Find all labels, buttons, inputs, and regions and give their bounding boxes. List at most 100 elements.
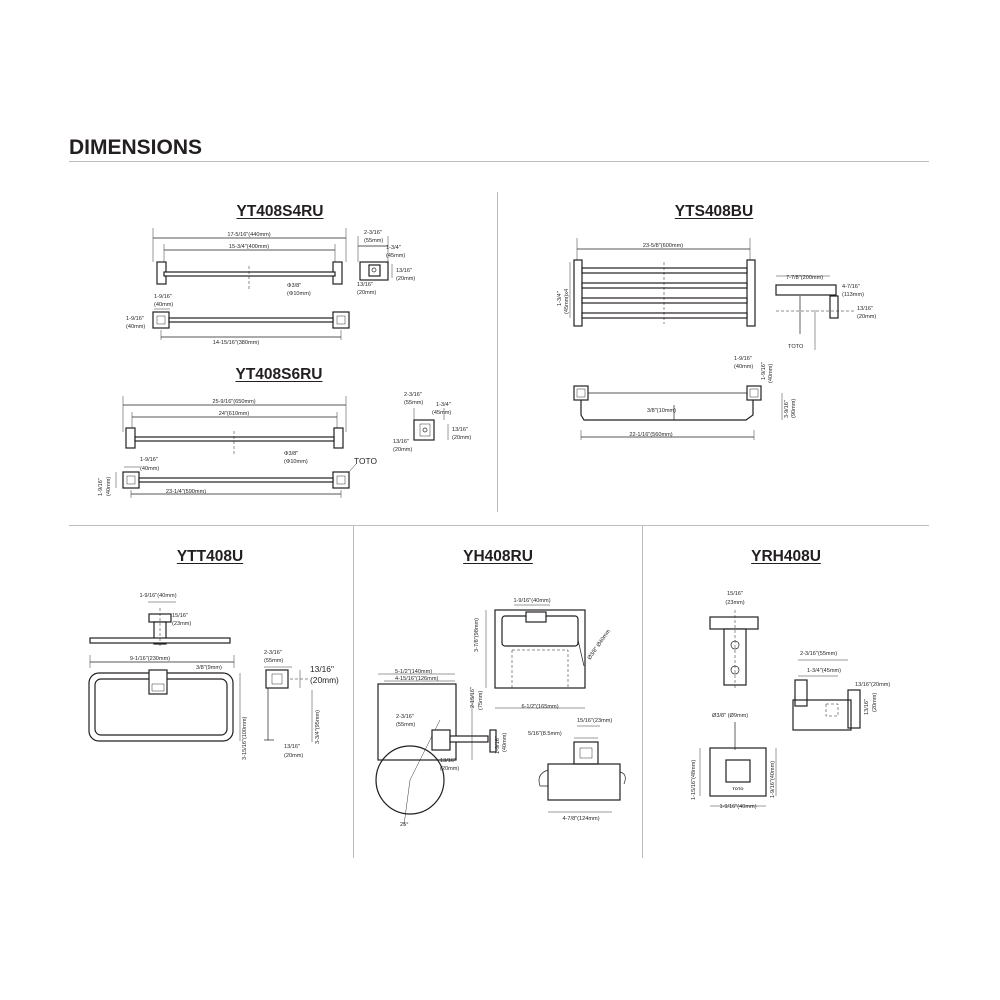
ytt408u-width: 9-1/16"(230mm) <box>130 656 170 662</box>
yts408bu-side-mm: (20mm) <box>857 314 876 320</box>
yt408s6ru-plate-v-mm: (40mm) <box>106 477 112 496</box>
yt408s6ru-projection: 2-3/16" <box>404 392 422 398</box>
yt408s6ru-projection-mm: (55mm) <box>404 400 423 406</box>
yrh408u-front-view: Ø3/8" (Ø9mm) TOTO 1-15/16"(48mm) 1-9/16"… <box>691 713 777 810</box>
yt408s6ru-toto-callout: TOTO <box>354 456 377 466</box>
yrh408u-depth: 1-3/4"(45mm) <box>807 668 841 674</box>
yts408bu-plate: 1-9/16" <box>734 356 752 362</box>
yt408s4ru-plate-v-mm: (40mm) <box>126 324 145 330</box>
ytt408u-side-view: 2-3/16" (55mm) 13/16" (20mm) 3-3/4"(95mm… <box>264 650 339 759</box>
yt408s6ru-bottom-view: 1-9/16" (40mm) 1-9/16" (40mm) 23-1/4"(59… <box>98 456 377 498</box>
yt408s6ru-inner-width: 24"(610mm) <box>219 411 250 417</box>
yts408bu-drawing: 23-5/8"(600mm) 1-3/4" (45mm)x4 7-7/8"(20… <box>557 238 876 440</box>
yh408ru-drawing: 1-9/16"(40mm) 3-7/8"(98mm) Ø3/8" Ø40mm 6… <box>375 598 626 828</box>
yh408ru-height: 3-7/8"(98mm) <box>474 618 480 652</box>
yts408bu-depth: 7-7/8"(200mm) <box>786 275 823 281</box>
ytt408u-top-view: 1-9/16"(40mm) 15/16" (23mm) <box>89 593 231 648</box>
yt408s4ru-projection: 2-3/16" <box>364 230 382 236</box>
ytt408u-height: 3-15/16"(100mm) <box>242 717 248 760</box>
yt408s6ru-side-view: 2-3/16" (55mm) 1-3/4" (45mm) 13/16" (20m… <box>393 392 471 453</box>
yh408ru-side-view: 5-1/2"(140mm) 4-15/16"(126mm) 2-15/16" (… <box>375 669 508 828</box>
yts408bu-centers: 22-1/16"(560mm) <box>629 432 672 438</box>
yh408ru-top: 15/16"(23mm) <box>577 718 612 724</box>
yh408ru-projection: 2-3/16" <box>396 714 414 720</box>
yh408ru-angle: 25° <box>400 822 408 828</box>
yt408s4ru-front-view: 17-5/16"(440mm) 15-3/4"(400mm) <box>152 228 347 290</box>
yts408bu-bottom-view: 1-9/16" (40mm) 1-9/16" (40mm) 3/8"(10mm)… <box>573 356 797 440</box>
yt408s4ru-bottom-view: 1-9/16" (40mm) 1-9/16" (40mm) 14-15/16"(… <box>126 294 350 346</box>
yt408s6ru-rod-mm: (Φ10mm) <box>284 459 308 465</box>
yt408s4ru-side2-mm: (20mm) <box>357 290 376 296</box>
yt408s6ru-centers: 23-1/4"(590mm) <box>166 489 206 495</box>
yt408s6ru-total-width: 25-9/16"(650mm) <box>212 399 255 405</box>
yts408bu-plate-mm: (40mm) <box>734 364 753 370</box>
yt408s6ru-side: 13/16" <box>452 427 468 433</box>
vertical-divider-top <box>497 192 498 512</box>
yt408s4ru-depth: 1-3/4" <box>386 245 401 251</box>
yt408s6ru-front-view: 25-9/16"(650mm) 24"(610mm) Φ3/8" (Φ10mm) <box>122 396 347 465</box>
yt408s4ru-side: 13/16" <box>396 268 412 274</box>
yh408ru-plate: 1-9/16"(40mm) <box>513 598 550 604</box>
yt408s6ru-side-mm: (20mm) <box>452 435 471 441</box>
yh408ru-roll: Ø3/8" Ø40mm <box>587 628 613 661</box>
yh408ru-plate-v: 1-9/16" <box>495 736 501 754</box>
yrh408u-plate: 1-9/16"(40mm) <box>719 804 756 810</box>
yrh408u-hook: Ø3/8" (Ø9mm) <box>712 713 748 719</box>
yt408s4ru-plate-mm: (40mm) <box>154 302 173 308</box>
yh408ru-b: 4-15/16"(126mm) <box>395 676 438 682</box>
yts408bu-width: 23-5/8"(600mm) <box>643 243 683 249</box>
yh408ru-c-mm: (75mm) <box>478 691 484 710</box>
yh408ru-projection-mm: (55mm) <box>396 722 415 728</box>
model-yt408s6ru: YT408S6RU <box>235 366 323 383</box>
yrh408u-top-mm: (23mm) <box>725 600 744 606</box>
yts408bu-bar: 3/8"(10mm) <box>647 408 676 414</box>
yrh408u-side-view: 2-3/16"(55mm) 1-3/4"(45mm) 13/16"(20mm) … <box>792 651 890 731</box>
yrh408u-projection: 2-3/16"(55mm) <box>800 651 837 657</box>
yt408s4ru-depth-mm: (45mm) <box>386 253 405 259</box>
yt408s6ru-rod: Φ3/8" <box>284 451 298 457</box>
ytt408u-projection: 2-3/16" <box>264 650 282 656</box>
yrh408u-drawing: 15/16" (23mm) 2-3/16"(55mm) 1-3/4"(45mm)… <box>691 591 890 810</box>
yrh408u-top: 15/16" <box>727 591 743 597</box>
yrh408u-height: 1-15/16"(48mm) <box>691 760 697 800</box>
yt408s4ru-side2: 13/16" <box>357 282 373 288</box>
yrh408u-plate-v: 1-9/16"(40mm) <box>770 761 776 798</box>
yt408s4ru-inner-width: 15-3/4"(400mm) <box>229 244 269 250</box>
ytt408u-small-mm: (23mm) <box>172 621 191 627</box>
ytt408u-drop: 3-3/4"(95mm) <box>315 710 321 744</box>
title-rule <box>69 161 929 162</box>
model-yts408bu: YTS408BU <box>674 203 754 220</box>
yt408s6ru-side2: 13/16" <box>393 439 409 445</box>
yts408bu-bracket: 4-7/16" <box>842 284 860 290</box>
ytt408u-front-view: 9-1/16"(230mm) 3/8"(9mm) 3-15/16"(100mm) <box>88 655 248 760</box>
yts408bu-side-view: 7-7/8"(200mm) 4-7/16" (113mm) 13/16" (20… <box>775 275 876 350</box>
yt408s4ru-centers: 14-15/16"(380mm) <box>213 340 260 346</box>
ytt408u-side2: 13/16" <box>284 744 300 750</box>
yrh408u-side: 13/16"(20mm) <box>855 682 890 688</box>
yrh408u-side-v: 13/16" <box>864 699 870 715</box>
yt408s4ru-drawing: 17-5/16"(440mm) 15-3/4"(400mm) 2-3/16" (… <box>126 228 415 346</box>
yts408bu-drop: 3-9/16" <box>784 400 790 418</box>
yts408bu-front-view: 23-5/8"(600mm) 1-3/4" (45mm)x4 <box>557 238 756 327</box>
yts408bu-plate-v: 1-9/16" <box>761 362 767 380</box>
yh408ru-depth: 5/16"(8.5mm) <box>528 731 562 737</box>
yt408s4ru-rod-mm: (Φ10mm) <box>287 291 311 297</box>
ytt408u-drawing: 1-9/16"(40mm) 15/16" (23mm) 9-1/16"(230m… <box>88 593 339 760</box>
yh408ru-plate-v-mm: (40mm) <box>502 733 508 752</box>
yt408s4ru-side-mm: (20mm) <box>396 276 415 282</box>
yt408s4ru-total-width: 17-5/16"(440mm) <box>227 232 270 238</box>
yts408bu-rails-mm: (45mm)x4 <box>564 289 570 314</box>
yt408s6ru-plate: 1-9/16" <box>140 457 158 463</box>
yh408ru-bottom-view: 15/16"(23mm) 5/16"(8.5mm) 4-7/8"(124mm) <box>528 718 626 822</box>
yh408ru-side: 13/16" <box>440 758 456 764</box>
yts408bu-toto-callout: TOTO <box>788 344 804 350</box>
yt408s6ru-drawing: 25-9/16"(650mm) 24"(610mm) Φ3/8" (Φ10mm)… <box>98 392 471 498</box>
yt408s6ru-depth: 1-3/4" <box>436 402 451 408</box>
yt408s6ru-side2-mm: (20mm) <box>393 447 412 453</box>
yh408ru-front-view: 1-9/16"(40mm) 3-7/8"(98mm) Ø3/8" Ø40mm 6… <box>474 598 612 710</box>
yt408s4ru-rod: Φ3/8" <box>287 283 301 289</box>
ytt408u-projection-mm: (55mm) <box>264 658 283 664</box>
vertical-divider-bottom-right <box>642 526 643 858</box>
page-title: DIMENSIONS <box>69 136 203 159</box>
ytt408u-side2-mm: (20mm) <box>284 753 303 759</box>
